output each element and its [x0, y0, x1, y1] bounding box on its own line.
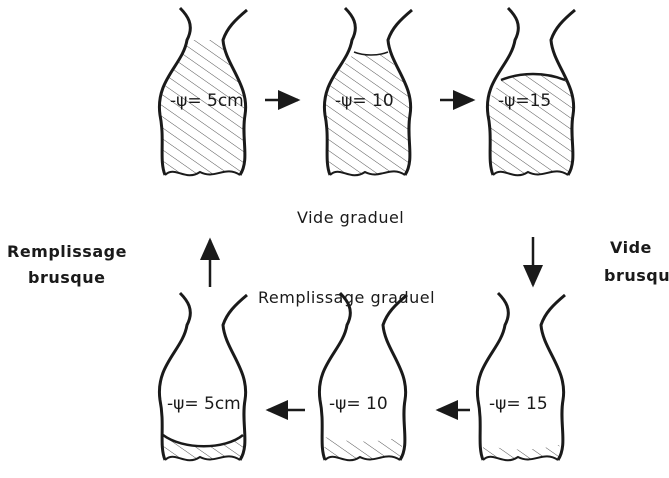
vide-brusque-label-line2: brusque — [604, 266, 669, 285]
vessel-top-1: -ψ= 5cm — [159, 8, 247, 175]
vessel-label: -ψ=15 — [498, 91, 551, 111]
remplissage-graduel-label: Remplissage graduel — [258, 288, 435, 307]
remplissage-brusque-label-line2: brusque — [28, 268, 105, 287]
vessel-label: -ψ= 5cm — [170, 91, 244, 111]
vessel-label: -ψ= 10 — [329, 394, 388, 414]
vide-brusque-label-line1: Vide — [610, 238, 652, 257]
vessel-top-3: -ψ=15 — [487, 8, 575, 175]
remplissage-brusque-label-line1: Remplissage — [7, 242, 127, 261]
vessel-bottom-3: -ψ= 15 — [477, 293, 565, 460]
vessel-label: -ψ= 15 — [489, 394, 548, 414]
vessel-top-2: -ψ= 10 — [324, 8, 412, 175]
vessel-label: -ψ= 10 — [335, 91, 394, 111]
vessel-label: -ψ= 5cm — [167, 394, 241, 414]
vessel-bottom-2: -ψ= 10 — [319, 293, 407, 460]
vessel-bottom-1: -ψ= 5cm — [159, 293, 247, 460]
vide-graduel-label: Vide graduel — [297, 208, 404, 227]
